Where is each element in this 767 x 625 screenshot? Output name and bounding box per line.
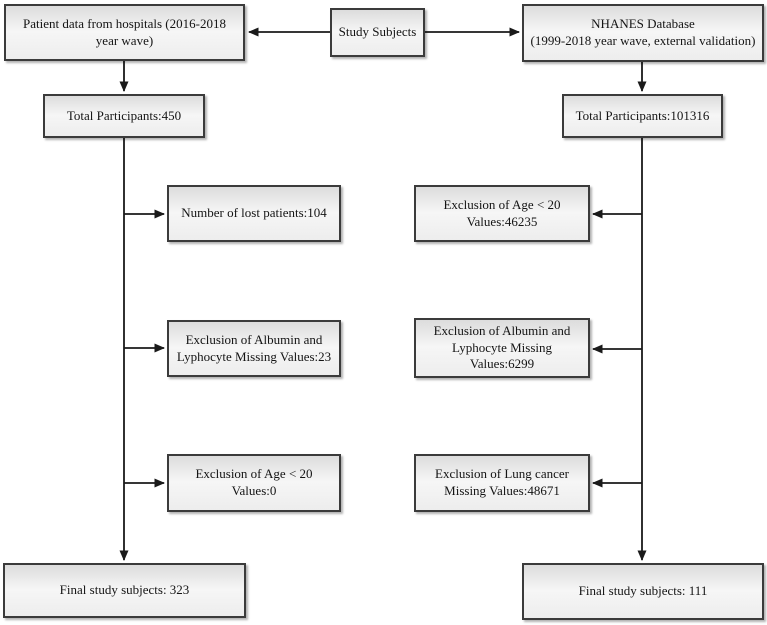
- node-nhanes-final-label: Final study subjects: 111: [578, 583, 708, 599]
- node-hospital-source: Patient data from hospitals (2016-2018 y…: [4, 4, 245, 61]
- node-hospital-exclusion-2-label: Exclusion of Albumin and Lyphocyte Missi…: [176, 331, 332, 364]
- node-nhanes-final: Final study subjects: 111: [522, 563, 764, 620]
- node-nhanes-exclusion-1-label: Exclusion of Age < 20 Values:46235: [443, 196, 561, 229]
- node-hospital-total: Total Participants:450: [43, 94, 205, 138]
- node-hospital-exclusion-3-label: Exclusion of Age < 20 Values:0: [195, 466, 313, 498]
- node-nhanes-total: Total Participants:101316: [562, 94, 723, 138]
- node-nhanes-exclusion-1: Exclusion of Age < 20 Values:46235: [414, 185, 590, 242]
- node-hospital-total-label: Total Participants:450: [66, 107, 182, 123]
- node-nhanes-total-label: Total Participants:101316: [575, 107, 710, 123]
- node-study-subjects: Study Subjects: [330, 8, 425, 57]
- node-study-subjects-label: Study Subjects: [338, 24, 417, 40]
- node-nhanes-exclusion-3-label: Exclusion of Lung cancer Missing Values:…: [435, 466, 569, 498]
- node-nhanes-source-label: NHANES Database (1999-2018 year wave, ex…: [530, 16, 756, 48]
- node-nhanes-exclusion-2-label: Exclusion of Albumin and Lyphocyte Missi…: [433, 322, 571, 372]
- node-nhanes-source: NHANES Database (1999-2018 year wave, ex…: [522, 4, 764, 62]
- node-hospital-final: Final study subjects: 323: [3, 563, 246, 618]
- node-hospital-exclusion-3: Exclusion of Age < 20 Values:0: [167, 454, 341, 512]
- node-hospital-exclusion-1-label: Number of lost patients:104: [181, 205, 327, 221]
- node-hospital-exclusion-1: Number of lost patients:104: [167, 185, 341, 242]
- node-nhanes-exclusion-2: Exclusion of Albumin and Lyphocyte Missi…: [414, 318, 590, 378]
- node-hospital-source-label: Patient data from hospitals (2016-2018 y…: [23, 15, 226, 48]
- node-hospital-final-label: Final study subjects: 323: [59, 582, 190, 598]
- node-nhanes-exclusion-3: Exclusion of Lung cancer Missing Values:…: [414, 454, 590, 512]
- node-hospital-exclusion-2: Exclusion of Albumin and Lyphocyte Missi…: [167, 320, 341, 377]
